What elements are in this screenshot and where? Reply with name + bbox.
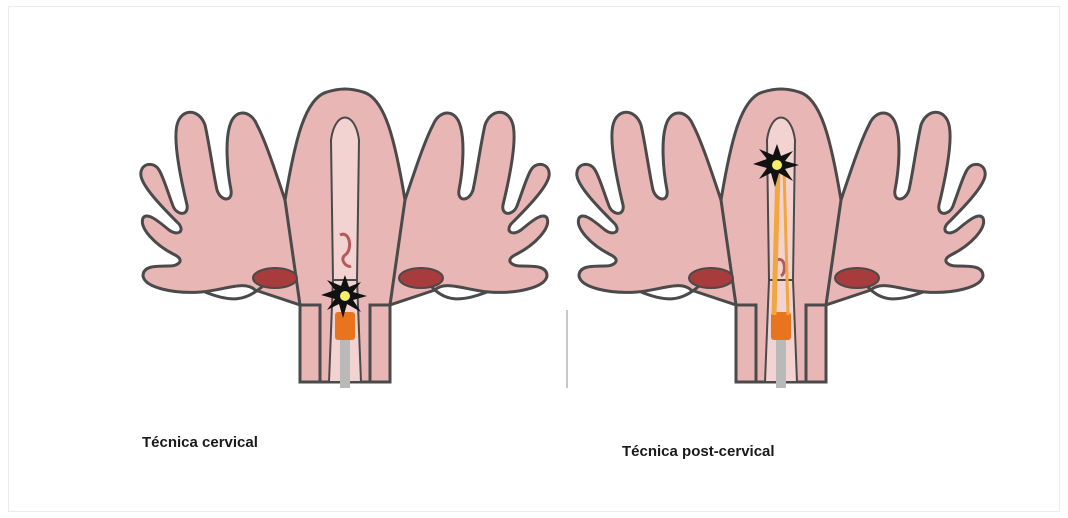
caption-cervical-technique: Técnica cervical — [142, 434, 258, 451]
caption-post-cervical-technique: Técnica post-cervical — [622, 443, 775, 460]
uterus-post-cervical-illustration — [571, 80, 991, 392]
uterus-cervical-illustration — [135, 80, 555, 392]
panel-divider — [566, 310, 568, 388]
